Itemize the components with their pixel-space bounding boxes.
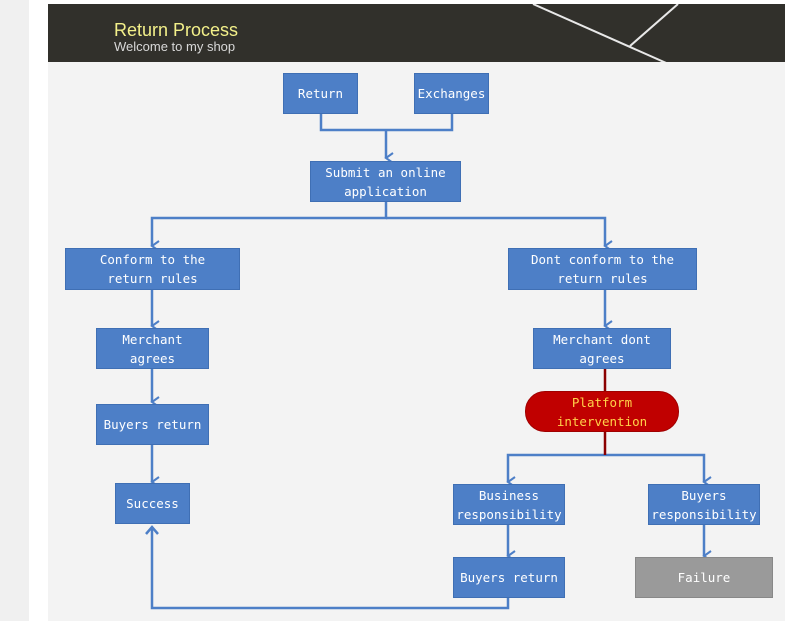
- header-decoration-lines: [532, 4, 679, 62]
- node-exchanges: Exchanges: [414, 73, 489, 114]
- connector-platform-split-right: [605, 453, 712, 488]
- success-arrowhead: [145, 525, 159, 535]
- node-failure: Failure: [635, 557, 773, 598]
- connector-platform-split-left: [506, 453, 605, 488]
- node-conform-rules: Conform to the return rules: [65, 248, 240, 290]
- connector-return-to-success: [150, 528, 510, 610]
- left-margin-strip: [0, 0, 29, 621]
- connector-submit-split: [150, 201, 388, 252]
- node-submit-application: Submit an online application: [310, 161, 461, 202]
- node-merchant-agrees: Merchant agrees: [96, 328, 209, 369]
- page-title: Return Process: [114, 20, 239, 40]
- node-business-responsibility: Business responsibility: [453, 484, 565, 525]
- page-subtitle: Welcome to my shop: [114, 39, 236, 54]
- node-dont-conform-rules: Dont conform to the return rules: [508, 248, 697, 290]
- node-merchant-dont-agrees: Merchant dont agrees: [533, 328, 671, 369]
- node-success: Success: [115, 483, 190, 524]
- connector-return-merge: [319, 113, 454, 132]
- node-platform-intervention: Platform intervention: [525, 391, 679, 432]
- connector-split-right: [386, 216, 613, 252]
- node-buyers-responsibility: Buyers responsibility: [648, 484, 760, 525]
- header-banner: Return Process Welcome to my shop: [48, 4, 785, 62]
- node-buyers-return-right: Buyers return: [453, 557, 565, 598]
- node-return: Return: [283, 73, 358, 114]
- node-buyers-return-left: Buyers return: [96, 404, 209, 445]
